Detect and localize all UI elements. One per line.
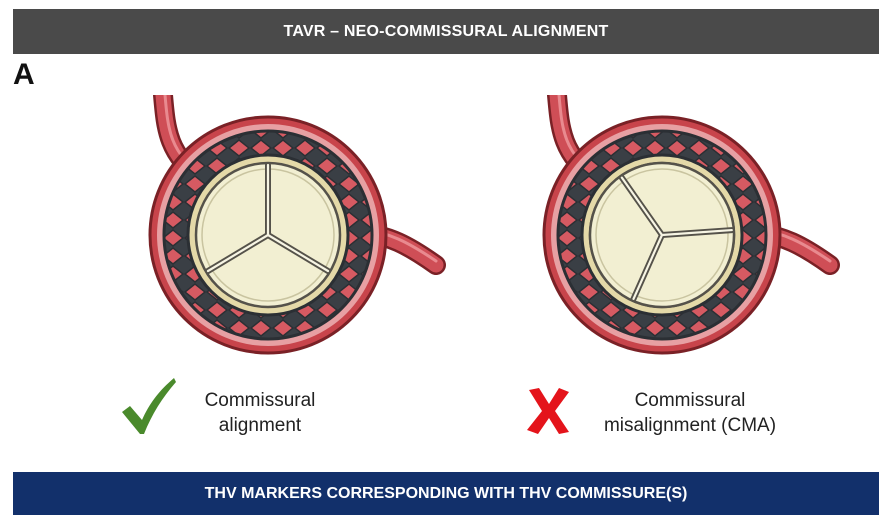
panel-label: A <box>13 58 35 92</box>
footer-text: THV MARKERS CORRESPONDING WITH THV COMMI… <box>205 485 688 503</box>
misalignment-caption-line-2: misalignment (CMA) <box>560 413 820 438</box>
footer-banner: THV MARKERS CORRESPONDING WITH THV COMMI… <box>13 472 879 515</box>
alignment-caption: Commissural alignment <box>160 388 360 438</box>
misaligned-valve-illustration <box>512 95 842 375</box>
misalignment-caption-line-1: Commissural <box>560 388 820 413</box>
alignment-caption-line-1: Commissural <box>160 388 360 413</box>
aligned-valve-illustration <box>118 95 448 375</box>
misalignment-caption: Commissural misalignment (CMA) <box>560 388 820 438</box>
title-text: TAVR – NEO-COMMISSURAL ALIGNMENT <box>284 23 609 41</box>
title-banner: TAVR – NEO-COMMISSURAL ALIGNMENT <box>13 9 879 54</box>
alignment-caption-line-2: alignment <box>160 413 360 438</box>
